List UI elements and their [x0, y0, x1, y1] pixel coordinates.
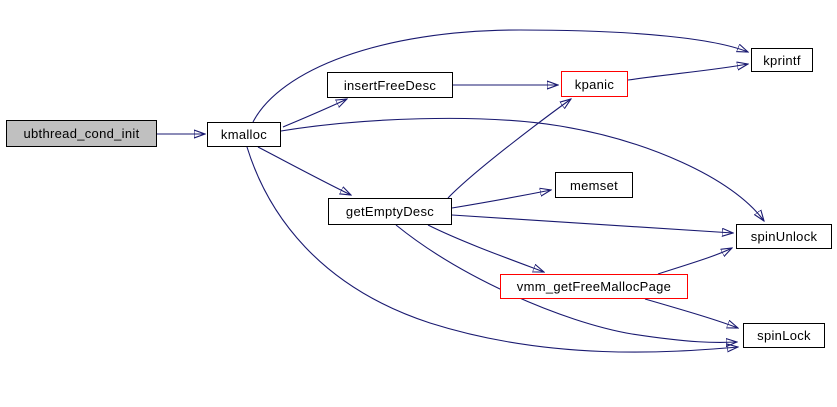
edge-getEmptyDesc-to-spinLock — [395, 224, 737, 342]
edge-kmalloc-to-insertFreeDesc — [282, 99, 347, 128]
edge-kmalloc-to-spinUnlock — [280, 117, 764, 221]
edge-kpanic-to-kprintf — [627, 64, 748, 81]
edge-kmalloc-to-getEmptyDesc — [257, 146, 351, 195]
node-kprintf[interactable]: kprintf — [751, 48, 813, 72]
node-insertFreeDesc[interactable]: insertFreeDesc — [327, 72, 453, 98]
node-spinUnlock[interactable]: spinUnlock — [736, 224, 832, 249]
node-getEmptyDesc[interactable]: getEmptyDesc — [328, 198, 452, 225]
node-ubthread_cond_init: ubthread_cond_init — [6, 120, 157, 147]
node-kpanic[interactable]: kpanic — [561, 71, 628, 97]
edge-vmm_getFreeMallocPage-to-spinLock — [644, 298, 738, 328]
edge-kmalloc-to-spinLock — [246, 146, 738, 352]
edge-getEmptyDesc-to-spinUnlock — [451, 214, 733, 233]
edge-getEmptyDesc-to-vmm_getFreeMallocPage — [427, 224, 544, 272]
node-kmalloc[interactable]: kmalloc — [207, 122, 281, 147]
node-vmm_getFreeMallocPage[interactable]: vmm_getFreeMallocPage — [500, 274, 688, 299]
edge-getEmptyDesc-to-kpanic — [447, 99, 571, 199]
edge-getEmptyDesc-to-memset — [451, 190, 551, 209]
node-memset[interactable]: memset — [555, 172, 633, 198]
node-spinLock[interactable]: spinLock — [743, 323, 825, 348]
edge-vmm_getFreeMallocPage-to-spinUnlock — [657, 248, 732, 275]
edge-kmalloc-to-kprintf — [252, 29, 748, 123]
